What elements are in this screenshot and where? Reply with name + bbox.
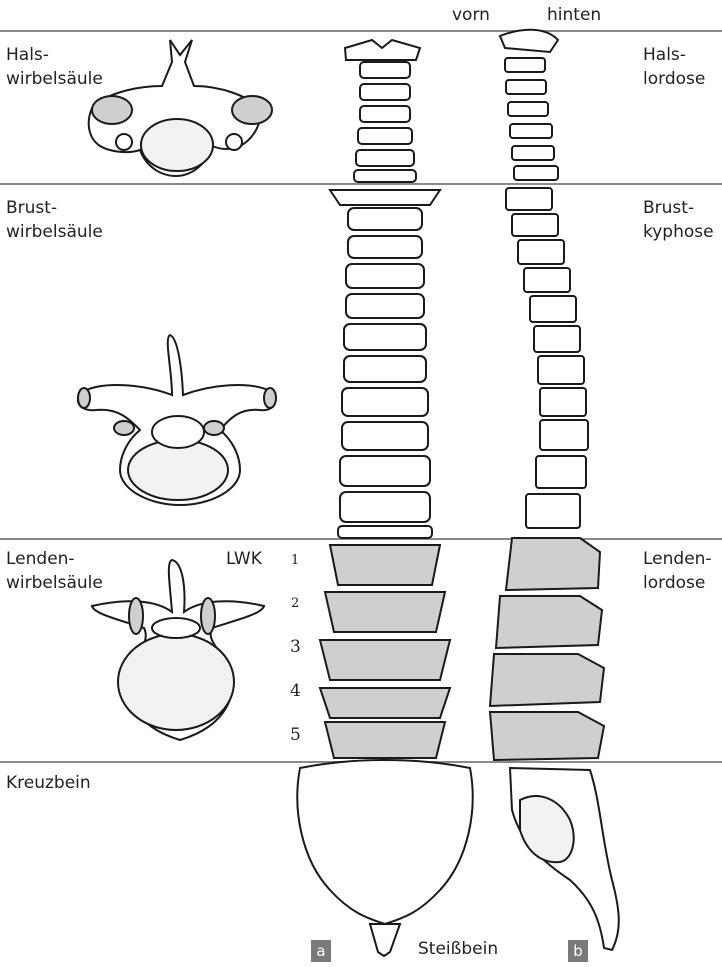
lumbar-vertebra-drawing — [92, 560, 264, 740]
cervical-lordosis-label: Hals- lordose — [643, 43, 705, 91]
back-header-label: hinten — [547, 3, 601, 27]
spine-front-view — [297, 40, 472, 956]
coccyx-label: Steißbein — [418, 937, 498, 961]
sacrum-label: Kreuzbein — [6, 771, 91, 795]
cervical-spine-label: Hals- wirbelsäule — [6, 43, 103, 91]
front-header-label: vorn — [452, 3, 490, 27]
thoracic-vertebra-drawing — [78, 335, 276, 505]
spine-side-view — [490, 30, 619, 950]
cervical-vertebra-drawing — [89, 40, 272, 176]
lwk-number-4: 4 — [290, 681, 301, 701]
panel-a-badge: a — [311, 940, 331, 962]
lwk-number-3: 3 — [290, 637, 301, 657]
lumbar-spine-label: Lenden- wirbelsäule — [6, 547, 103, 595]
thoracic-kyphosis-label: Brust- kyphose — [643, 196, 714, 244]
thoracic-spine-label: Brust- wirbelsäule — [6, 196, 103, 244]
lwk-label: LWK — [226, 547, 262, 571]
lwk-number-1: 1 — [291, 553, 299, 568]
lwk-number-2: 2 — [291, 596, 299, 611]
lwk-number-5: 5 — [290, 725, 301, 745]
lumbar-lordosis-label: Lenden- lordose — [643, 547, 712, 595]
panel-b-badge: b — [568, 940, 588, 962]
